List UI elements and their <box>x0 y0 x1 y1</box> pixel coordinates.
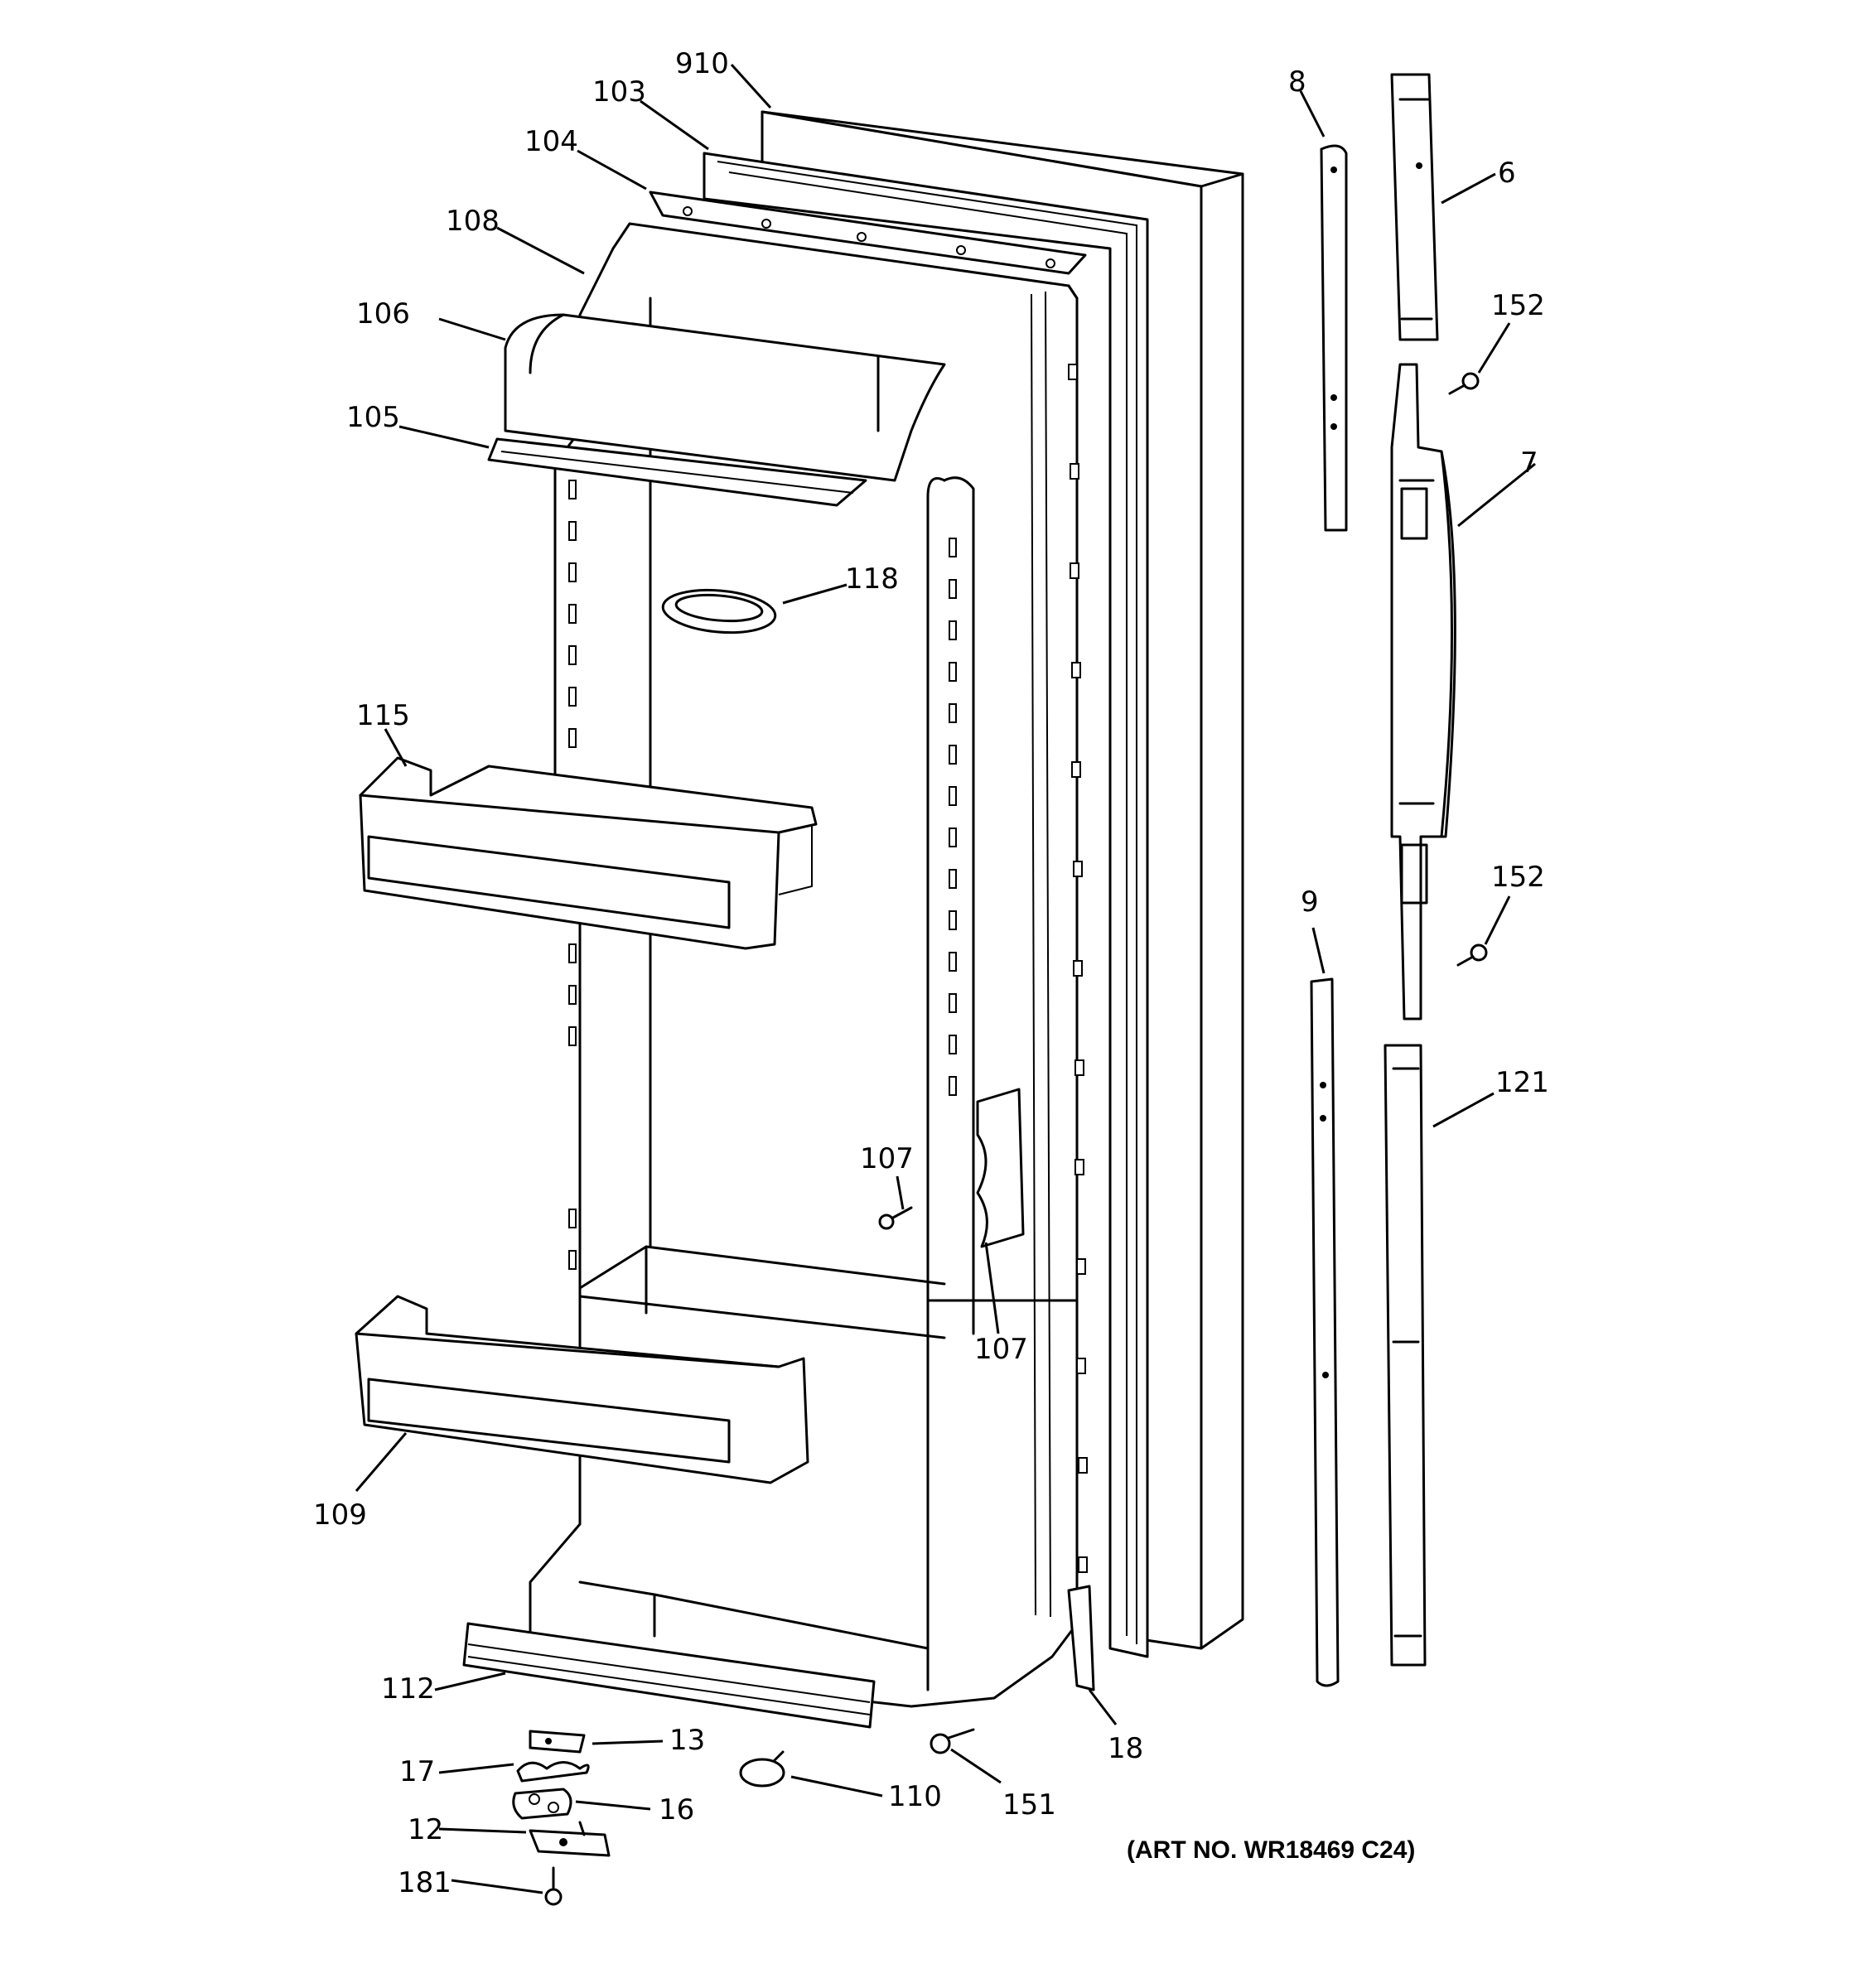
label-104: 104 <box>524 125 578 158</box>
screw-151 <box>930 1728 975 1754</box>
screw-107 <box>878 1206 913 1230</box>
label-109: 109 <box>313 1498 367 1532</box>
label-110: 110 <box>888 1780 942 1813</box>
label-8: 8 <box>1288 65 1306 99</box>
art-number: (ART NO. WR18469 C24) <box>1127 1836 1415 1864</box>
label-121: 121 <box>1495 1066 1549 1099</box>
label-118: 118 <box>845 562 899 596</box>
screw-181 <box>544 1866 563 1906</box>
lower-door-bin <box>355 1295 809 1484</box>
label-12: 12 <box>408 1813 443 1846</box>
label-112: 112 <box>381 1672 435 1706</box>
handle-cap-6 <box>1390 73 1439 341</box>
leader-lines <box>355 63 1536 1894</box>
dairy-compartment-door <box>504 313 946 482</box>
label-16: 16 <box>659 1793 694 1826</box>
light-bulb-110 <box>739 1750 785 1788</box>
handle-cap-121 <box>1384 1044 1427 1667</box>
upper-door-bin <box>359 756 818 950</box>
screw-152-lower <box>1456 943 1488 967</box>
label-115: 115 <box>356 699 410 732</box>
hinge-strip <box>1067 1585 1095 1691</box>
label-18: 18 <box>1108 1732 1143 1765</box>
part-labels: 910 103 104 108 106 105 118 115 107 107 … <box>313 47 1549 1899</box>
label-105: 105 <box>346 401 400 434</box>
top-trim-strip <box>649 191 1087 275</box>
light-shield <box>661 588 777 635</box>
dairy-bracket-107 <box>976 1088 1025 1248</box>
label-108: 108 <box>446 205 500 238</box>
label-152-upper: 152 <box>1491 289 1545 322</box>
trim-strip-9 <box>1310 977 1340 1687</box>
hinge-bracket-12 <box>529 1821 611 1857</box>
label-6: 6 <box>1498 157 1516 190</box>
screw-152-upper <box>1448 372 1480 395</box>
left-rail-slots <box>568 480 577 1270</box>
trim-strip-8 <box>1320 144 1348 532</box>
label-152-lower: 152 <box>1491 861 1545 894</box>
label-13: 13 <box>669 1724 705 1757</box>
label-151: 151 <box>1002 1788 1056 1822</box>
label-181: 181 <box>398 1866 452 1899</box>
label-103: 103 <box>592 75 646 109</box>
spring-clip-17 <box>516 1761 590 1783</box>
label-106: 106 <box>356 297 410 331</box>
hinge-cam-16 <box>512 1788 572 1820</box>
hinge-plate-13 <box>529 1730 586 1754</box>
bottom-trim <box>462 1622 876 1729</box>
label-17: 17 <box>399 1755 435 1788</box>
label-7: 7 <box>1520 446 1538 480</box>
label-9: 9 <box>1301 885 1319 919</box>
label-910: 910 <box>675 47 729 80</box>
right-rail-slots <box>949 538 957 1096</box>
side-rail-holes <box>1068 364 1088 1573</box>
label-107-bracket: 107 <box>974 1333 1028 1366</box>
door-handle-7 <box>1390 363 1456 1021</box>
label-107-screw: 107 <box>860 1142 914 1175</box>
dairy-shelf <box>487 437 867 507</box>
